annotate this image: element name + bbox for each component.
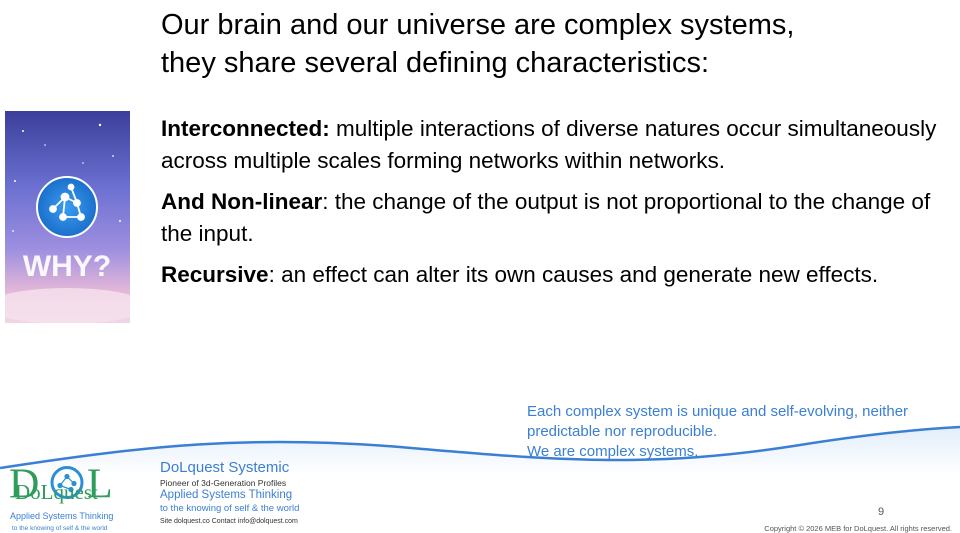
characteristics-list: Interconnected: multiple interactions of…: [161, 113, 951, 300]
brand-subtitle: Pioneer of 3d-Generation Profiles: [160, 478, 287, 488]
footer-wave: [0, 425, 960, 475]
svg-text:D: D: [9, 462, 39, 508]
logo-tagline-2: to the knowing of self & the world: [12, 525, 108, 532]
bullet-term: Interconnected:: [161, 116, 330, 141]
svg-text:L: L: [87, 462, 113, 508]
copyright: Copyright © 2026 MEB for DoLquest. All r…: [764, 524, 952, 533]
bullet-interconnected: Interconnected: multiple interactions of…: [161, 113, 951, 177]
brand-tagline-2: to the knowing of self & the world: [160, 503, 300, 514]
title-line-2: they share several defining characterist…: [161, 47, 710, 79]
brand-block: DoLquest Systemic Pioneer of 3d-Generati…: [160, 459, 320, 525]
bullet-recursive: Recursive: an effect can alter its own c…: [161, 259, 951, 291]
network-icon: [57, 473, 77, 493]
note-line-3: We are complex systems.: [527, 443, 699, 460]
dolquest-logo: D L: [9, 462, 113, 508]
bullet-term: Recursive: [161, 262, 269, 287]
network-icon: [49, 183, 85, 221]
brand-tagline-1: Applied Systems Thinking: [160, 489, 293, 501]
bullet-nonlinear: And Non-linear: the change of the output…: [161, 186, 951, 250]
bullet-text: : the change of the output is not propor…: [161, 189, 931, 246]
bullet-text: multiple interactions of diverse natures…: [161, 116, 937, 173]
complex-system-note: Each complex system is unique and self-e…: [527, 402, 957, 462]
bullet-text: : an effect can alter its own causes and…: [268, 262, 879, 287]
brand-contact: Site dolquest.co Contact info@dolquest.c…: [160, 518, 298, 525]
logo-tagline-1: Applied Systems Thinking: [10, 511, 114, 521]
why-image: WHY?: [5, 111, 130, 323]
note-line-1: Each complex system is unique and self-e…: [527, 403, 909, 420]
brand-title: DoLquest Systemic: [160, 459, 290, 476]
logo-name: DoLquest: [15, 480, 98, 504]
slide-title: Our brain and our universe are complex s…: [161, 6, 951, 82]
title-line-1: Our brain and our universe are complex s…: [161, 9, 795, 41]
why-label: WHY?: [23, 250, 111, 283]
page-number: 9: [878, 506, 885, 518]
note-line-2: predictable nor reproducible.: [527, 423, 718, 440]
bullet-term: And Non-linear: [161, 189, 323, 214]
